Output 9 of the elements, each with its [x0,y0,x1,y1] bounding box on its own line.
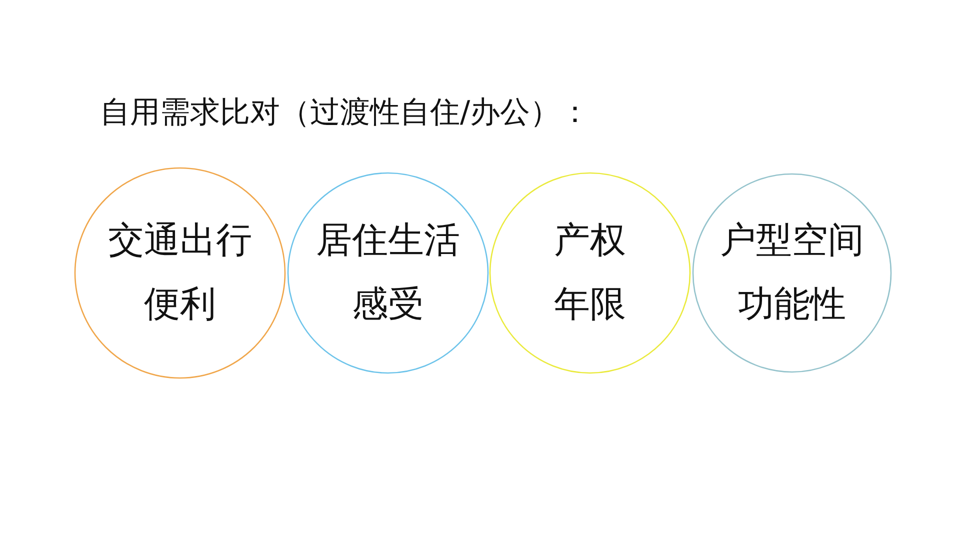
slide-title: 自用需求比对（过渡性自住/办公）： [100,94,590,132]
topic-circle [74,167,286,379]
topic-label: 居住生活感受 [315,219,461,327]
topic-label: 产权年限 [553,219,627,327]
topic-circle [287,172,489,374]
topic-label: 交通出行便利 [107,219,253,327]
topic-label: 户型空间功能性 [719,219,865,327]
topic-circle [692,173,892,373]
topic-circle [489,172,691,374]
